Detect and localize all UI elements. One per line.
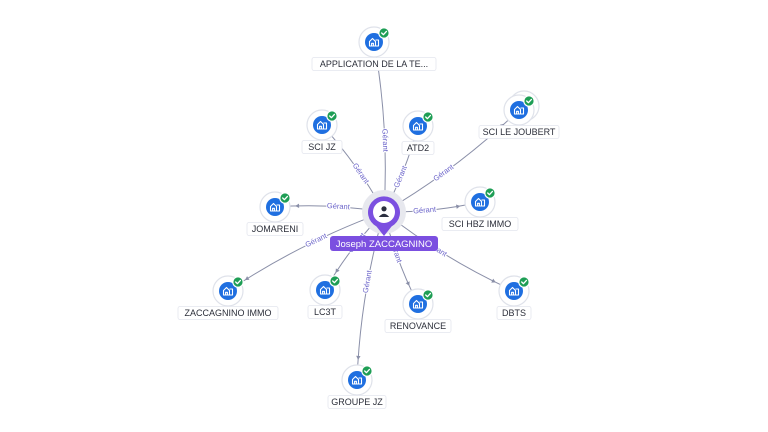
node-label-box (327, 395, 387, 409)
edge-arrow (335, 268, 340, 273)
edge-label-bg (391, 163, 410, 190)
check-icon (521, 279, 528, 285)
edge-arrow (356, 355, 361, 360)
building-icon (412, 299, 424, 309)
check-icon (364, 368, 371, 374)
edge-label-bg (326, 200, 351, 212)
building-icon (319, 285, 331, 295)
verified-badge-icon (378, 27, 390, 39)
check-icon (332, 278, 339, 284)
edge-arrow (405, 281, 410, 286)
edge-label-bg (360, 269, 374, 295)
edge-arrow (455, 204, 461, 209)
verified-badge-icon (422, 111, 434, 123)
node-label: APPLICATION DE LA TE... (320, 59, 428, 69)
edge-label: Gérant (361, 269, 374, 294)
verified-badge-icon (523, 95, 535, 107)
check-icon (381, 30, 388, 36)
verified-badge-icon (279, 192, 291, 204)
building-icon (269, 202, 281, 212)
company-node-dbts[interactable]: DBTS (496, 275, 532, 320)
edge-label-bg (380, 128, 391, 153)
company-node-jomareni[interactable]: JOMARENI (246, 191, 304, 236)
node-label: ATD2 (407, 143, 429, 153)
company-node-atd2[interactable]: ATD2 (401, 110, 435, 155)
edge-arrow (491, 278, 496, 283)
edge-arrow (295, 203, 300, 209)
node-label-box (311, 57, 437, 71)
building-icon (316, 120, 328, 130)
verified-badge-icon (422, 289, 434, 301)
node-label: SCI LE JOUBERT (483, 127, 556, 137)
node-label-box (441, 217, 519, 231)
building-icon (508, 286, 520, 296)
center-label-box (330, 236, 438, 251)
check-icon (329, 113, 336, 119)
edge-label-bg (303, 230, 329, 250)
building-icon (513, 105, 525, 115)
edge-label: Gérant (413, 205, 438, 216)
verified-badge-icon (518, 276, 530, 288)
node-label: LC3T (314, 307, 337, 317)
company-node-zaccagnino-immo[interactable]: ZACCAGNINO IMMO (177, 275, 279, 320)
node-label: ZACCAGNINO IMMO (185, 308, 272, 318)
company-node-renovance[interactable]: RENOVANCE (384, 288, 452, 333)
check-icon (487, 190, 494, 196)
verified-badge-icon (484, 187, 496, 199)
edge-label: Gérant (380, 129, 390, 153)
edge-label: Gérant (392, 164, 409, 189)
check-icon (526, 98, 533, 104)
edge-arrow (244, 276, 250, 281)
node-label: JOMARENI (252, 224, 299, 234)
company-node-lc3t[interactable]: LC3T (307, 274, 343, 319)
edge-label: Gérant (327, 201, 351, 212)
node-label-box (177, 306, 279, 320)
node-label: SCI HBZ IMMO (449, 219, 512, 229)
check-icon (282, 195, 289, 201)
company-node-groupe-jz[interactable]: GROUPE JZ (327, 364, 387, 409)
person-icon (378, 206, 390, 217)
check-icon (425, 292, 432, 298)
edge-label: Gérant (304, 231, 329, 249)
node-label: DBTS (502, 308, 526, 318)
company-node-sci-hbz-immo[interactable]: SCI HBZ IMMO (441, 186, 519, 231)
node-label-box (478, 125, 560, 139)
node-label: SCI JZ (308, 142, 336, 152)
person-pin-inner (373, 201, 395, 223)
check-icon (235, 279, 242, 285)
building-icon (351, 375, 363, 385)
building-icon (222, 286, 234, 296)
center-node[interactable]: Joseph ZACCAGNINO (330, 190, 438, 251)
edge-label-bg (412, 204, 437, 216)
edge-label-bg (350, 160, 372, 186)
center-label: Joseph ZACCAGNINO (336, 239, 433, 250)
verified-badge-icon (329, 275, 341, 287)
company-node-sci-le-joubert[interactable]: SCI LE JOUBERT (478, 90, 560, 139)
verified-badge-icon (232, 276, 244, 288)
building-icon (368, 37, 380, 47)
nodes-layer: APPLICATION DE LA TE... SCI JZ ATD2 SCI LE … (177, 26, 560, 409)
node-label: RENOVANCE (390, 321, 446, 331)
verified-badge-icon (361, 365, 373, 377)
node-label-box (301, 140, 343, 154)
building-icon (474, 197, 486, 207)
node-label-box (246, 222, 304, 236)
company-node-application[interactable]: APPLICATION DE LA TE... (311, 26, 437, 71)
verified-badge-icon (326, 110, 338, 122)
node-label-box (496, 306, 532, 320)
building-icon (412, 121, 424, 131)
check-icon (425, 114, 432, 120)
edge-label-bg (431, 162, 456, 184)
company-node-sci-jz[interactable]: SCI JZ (301, 109, 343, 154)
node-label-box (401, 141, 435, 155)
node-label-box (384, 319, 452, 333)
node-label-box (307, 305, 343, 319)
node-label: GROUPE JZ (331, 397, 383, 407)
